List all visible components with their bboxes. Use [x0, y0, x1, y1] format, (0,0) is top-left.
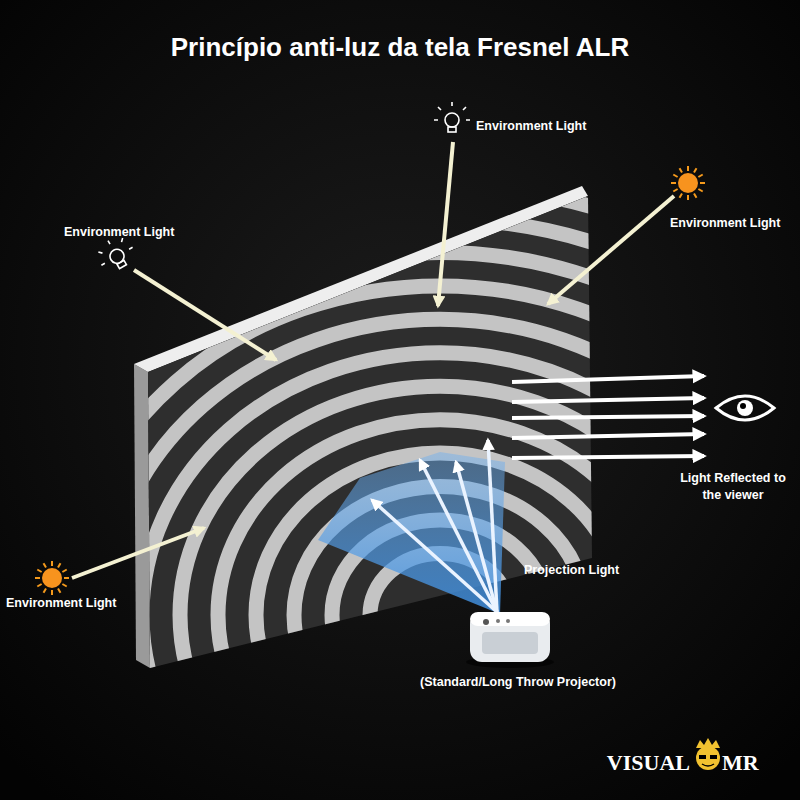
sun-ray — [64, 577, 69, 579]
fresnel-ring — [104, 319, 776, 800]
fresnel-ring — [0, 119, 800, 800]
callout-label: Light Reflected to the viewer — [674, 470, 792, 504]
sun-ray — [44, 588, 47, 592]
logo-icon — [696, 738, 720, 770]
sun-ray — [62, 584, 66, 587]
fresnel-ring — [142, 353, 738, 800]
sun-ray — [680, 193, 683, 197]
watermark: MR — [722, 748, 759, 778]
fresnel-ring — [218, 420, 662, 800]
sun-ray — [673, 175, 677, 178]
environment-light-arrows — [72, 142, 674, 578]
sun-ray — [51, 590, 53, 595]
sun-ray — [62, 570, 66, 573]
sun-ray — [698, 175, 702, 178]
sun-ray — [673, 189, 677, 192]
fresnel-ring — [28, 252, 800, 800]
fresnel-rings — [0, 119, 800, 800]
watermark: VISUAL — [607, 748, 690, 778]
sun-ray — [51, 561, 53, 566]
fresnel-ring — [66, 286, 800, 800]
sun-ray — [687, 195, 689, 200]
sun-ray — [44, 563, 47, 567]
fresnel-ring — [0, 152, 800, 800]
projection-rays — [372, 440, 497, 612]
projection-cone — [318, 452, 505, 614]
eye-icon — [716, 396, 774, 420]
callout-label: Environment Light — [64, 224, 174, 241]
sun-disc — [42, 568, 62, 588]
sun-ray — [698, 189, 702, 192]
fresnel-ring — [180, 386, 700, 800]
sun-ray — [58, 588, 61, 592]
sun-ray — [700, 182, 705, 184]
callout-label: Projection Light — [524, 562, 619, 579]
callout-label: Environment Light — [476, 118, 586, 135]
sun-ray — [694, 193, 697, 197]
sun-ray — [37, 584, 41, 587]
fresnel-ring — [256, 453, 624, 777]
projector — [466, 612, 554, 668]
sun-ray — [687, 166, 689, 171]
sun-ray — [680, 168, 683, 172]
sun-icon — [671, 166, 705, 200]
title: Princípio anti-luz da tela Fresnel ALR — [0, 32, 800, 63]
fresnel-ring — [0, 186, 800, 800]
bulb-icon — [434, 102, 470, 132]
sun-icon — [35, 561, 69, 595]
screen-side — [134, 364, 150, 668]
callout-label: Environment Light — [670, 215, 780, 232]
sun-ray — [58, 563, 61, 567]
fresnel-ring — [0, 219, 800, 800]
sun-ray — [35, 577, 40, 579]
sun-ray — [694, 168, 697, 172]
reflected-light-arrows — [512, 376, 704, 458]
sun-disc — [678, 173, 698, 193]
sun-ray — [37, 570, 41, 573]
sun-ray — [671, 182, 676, 184]
callout-label: (Standard/Long Throw Projector) — [420, 674, 616, 691]
callout-label: Environment Light — [6, 595, 116, 612]
